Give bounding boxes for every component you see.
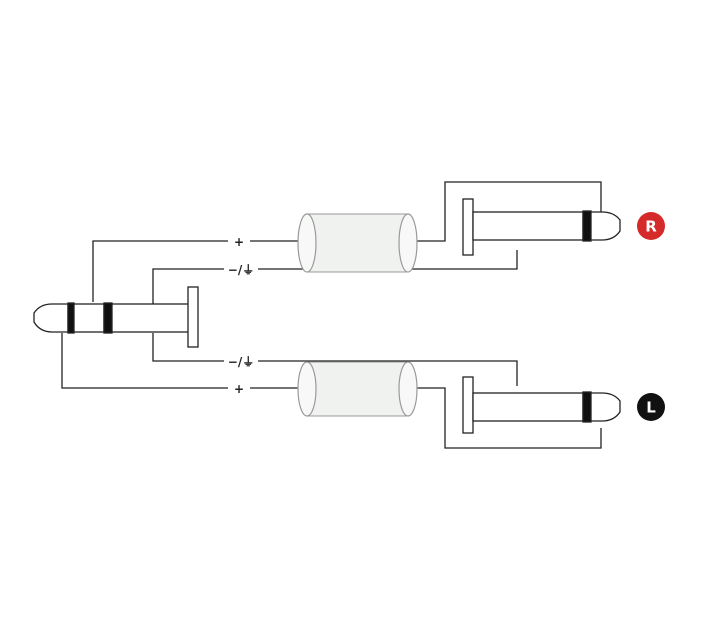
trs-plug-icon xyxy=(33,286,199,348)
badge-left-label: L xyxy=(646,399,656,417)
badge-right-channel: R xyxy=(637,212,665,240)
ts-plug-icon xyxy=(462,376,621,434)
cable-sleeve-icon xyxy=(297,213,418,273)
cable-sleeve-icon xyxy=(297,361,418,417)
label-top-ground: −/⏚ xyxy=(228,263,254,277)
label-top-plus: + xyxy=(234,235,244,249)
wire-top-plus xyxy=(92,181,602,302)
label-bottom-plus: + xyxy=(234,382,244,396)
ts-plug-icon xyxy=(462,198,621,256)
wires xyxy=(61,181,602,449)
badge-left-channel: L xyxy=(637,393,665,421)
badge-right-label: R xyxy=(645,218,657,236)
wire-bottom-ground xyxy=(152,333,518,386)
label-bottom-ground: −/⏚ xyxy=(228,355,254,369)
wire-bottom-plus xyxy=(61,333,602,449)
